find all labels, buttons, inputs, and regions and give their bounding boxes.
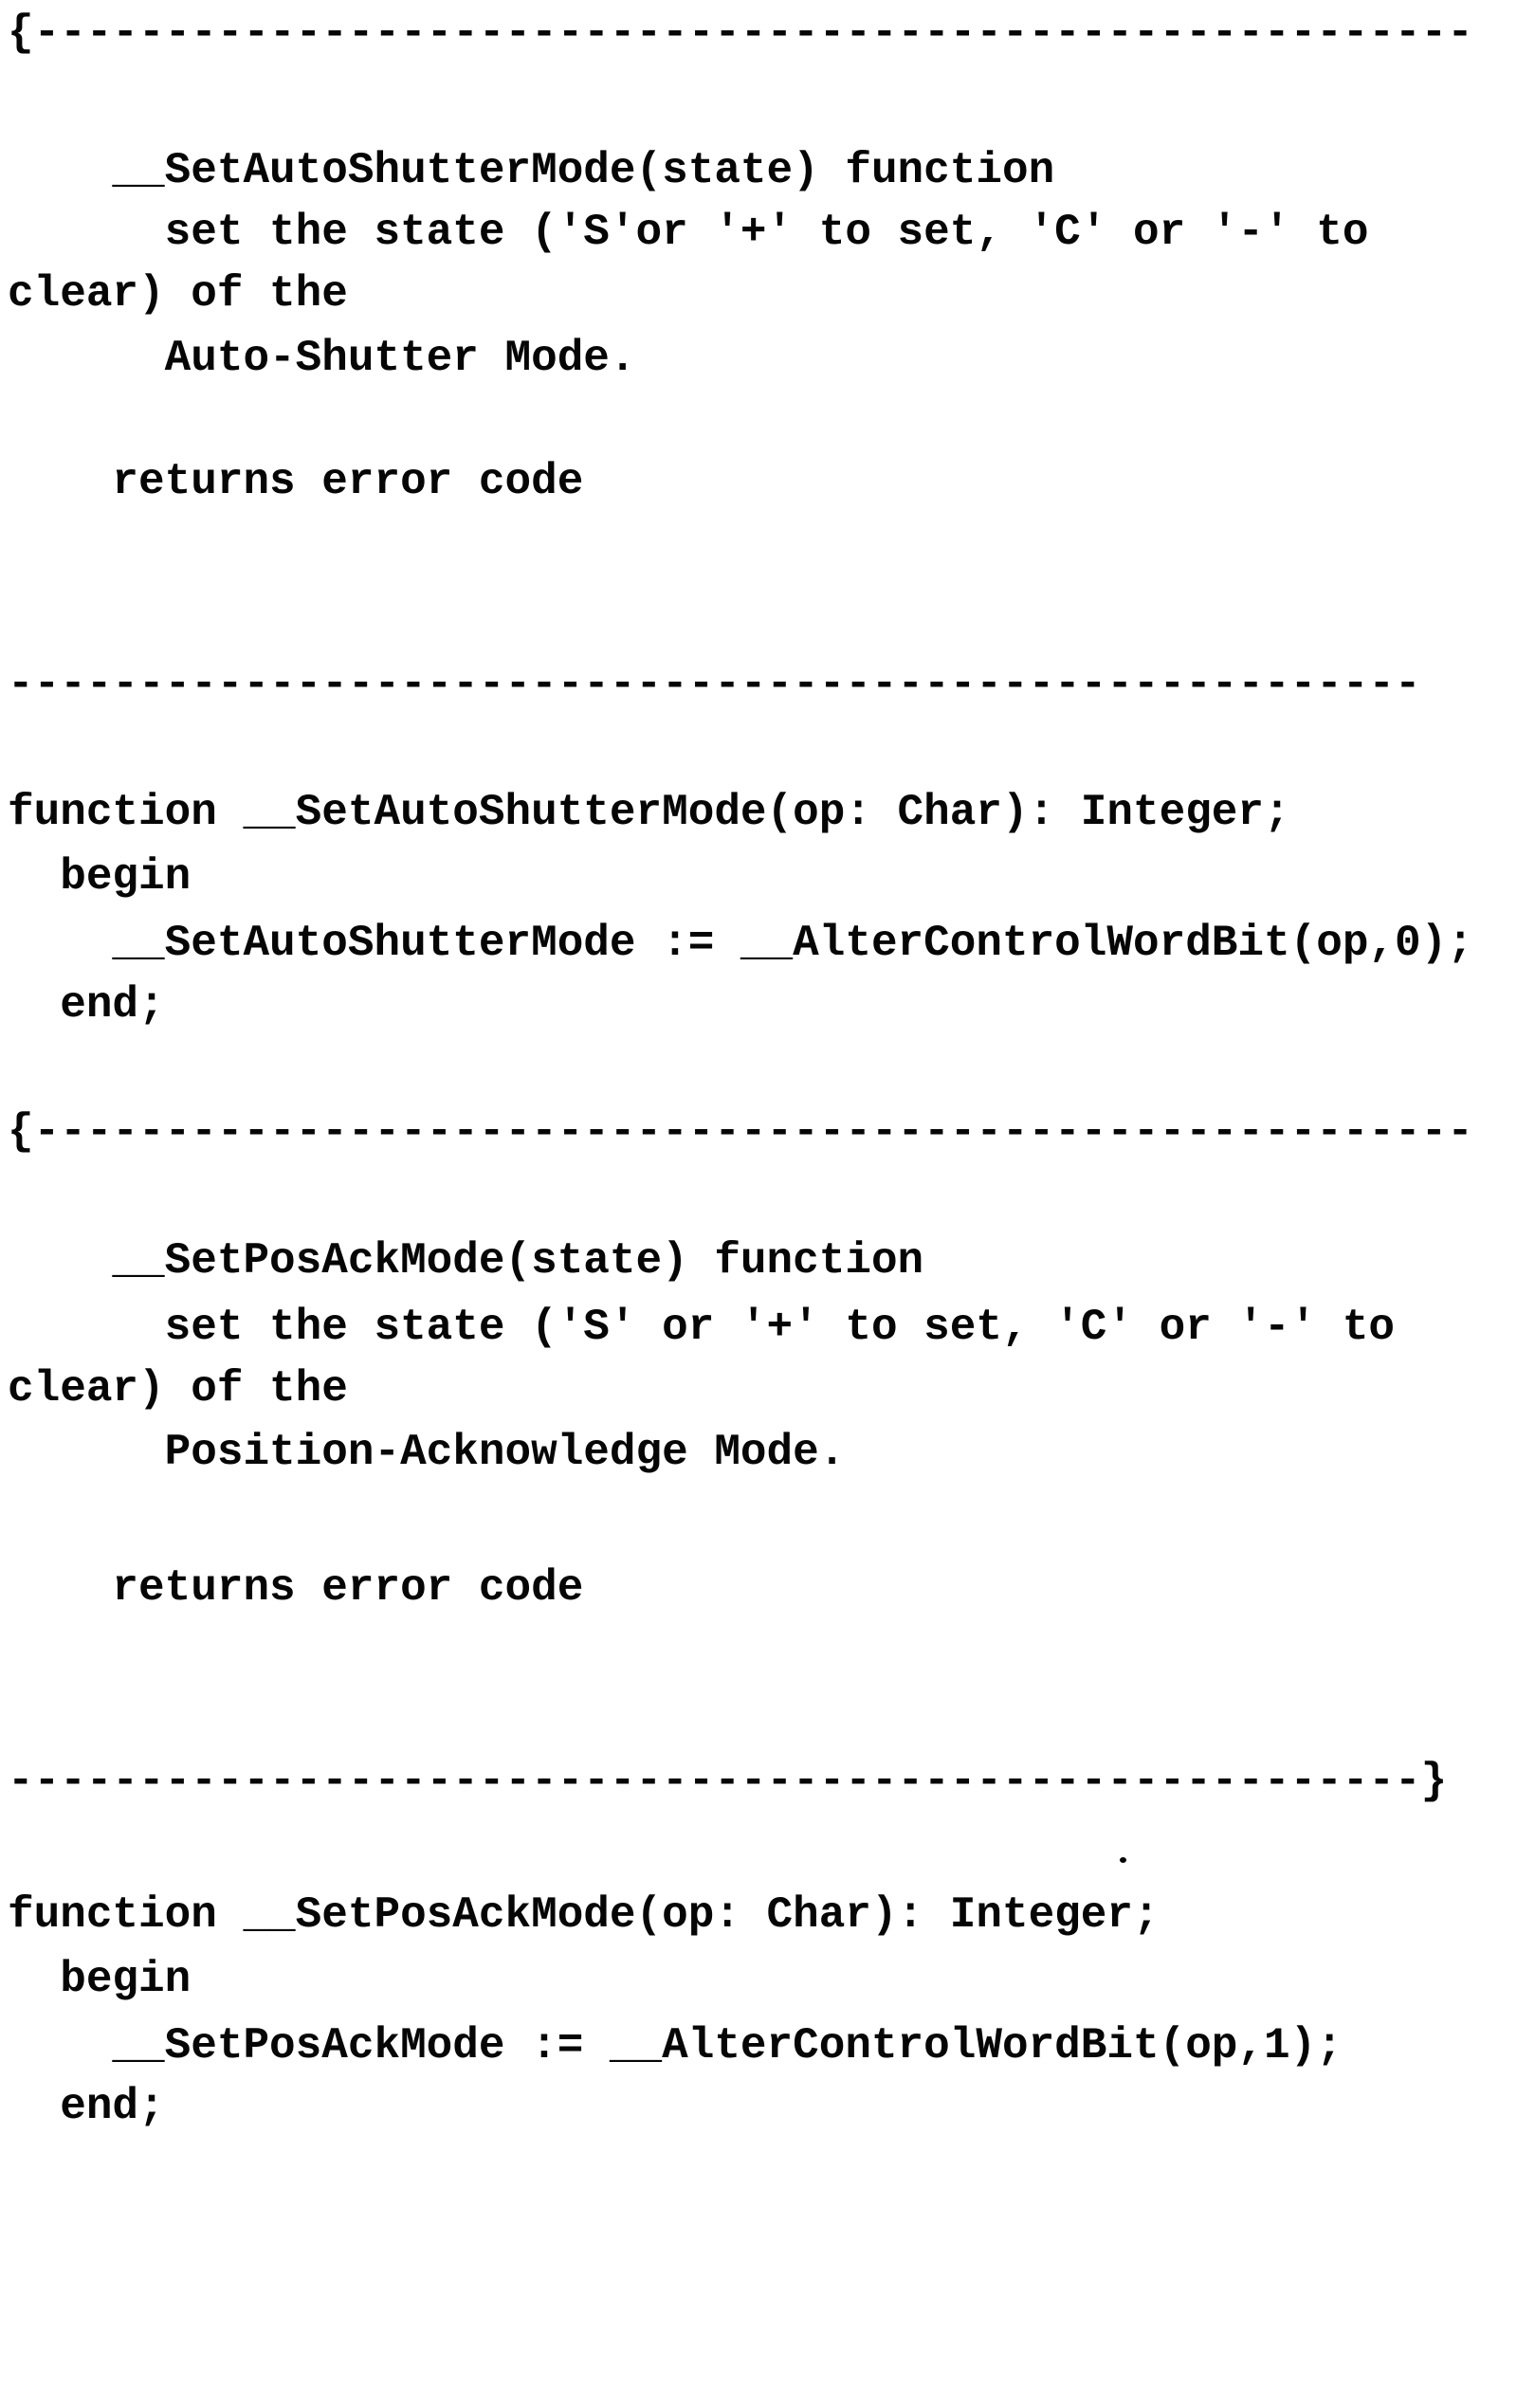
code-line-begin: begin xyxy=(8,1955,192,2004)
code-line-comment-close: ----------------------------------------… xyxy=(8,1757,1448,1806)
code-line-separator: ----------------------------------------… xyxy=(8,660,1421,709)
code-line-assignment: __SetPosAckMode := __AlterControlWordBit… xyxy=(8,2021,1343,2071)
code-line-end: end; xyxy=(8,2082,165,2131)
code-line-comment-text: clear) of the xyxy=(8,269,348,319)
code-line-comment-open: {---------------------------------------… xyxy=(8,1107,1473,1157)
code-line-begin: begin xyxy=(8,852,192,902)
code-line-comment-text: clear) of the xyxy=(8,1364,348,1414)
code-line-function-decl: function __SetPosAckMode(op: Char): Inte… xyxy=(8,1890,1160,1940)
code-line-comment-text: __SetPosAckMode(state) function xyxy=(8,1236,924,1286)
code-line-comment-text: Position-Acknowledge Mode. xyxy=(8,1428,846,1477)
code-line-comment-open: {---------------------------------------… xyxy=(8,9,1473,58)
code-line-comment-text: Auto-Shutter Mode. xyxy=(8,334,636,383)
code-line-end: end; xyxy=(8,980,165,1030)
code-line-comment-text: returns error code xyxy=(8,1563,584,1613)
code-line-assignment: __SetAutoShutterMode := __AlterControlWo… xyxy=(8,919,1473,968)
code-line-comment-text: __SetAutoShutterMode(state) function xyxy=(8,146,1055,195)
code-line-comment-text: set the state ('S' or '+' to set, 'C' or… xyxy=(8,1303,1396,1352)
code-line-comment-text: returns error code xyxy=(8,457,584,506)
code-line-comment-text: set the state ('S'or '+' to set, 'C' or … xyxy=(8,208,1369,257)
code-line-function-decl: function __SetAutoShutterMode(op: Char):… xyxy=(8,788,1290,837)
ink-speck-artifact xyxy=(1120,1857,1126,1863)
